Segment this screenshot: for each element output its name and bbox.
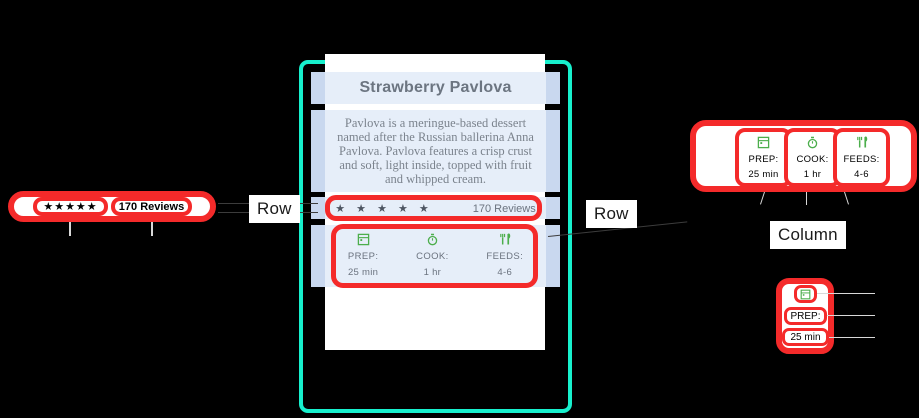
label-row-right: Row — [586, 200, 637, 228]
single-column-key-box: PREP: — [784, 307, 827, 325]
leader-line-column-feeds — [844, 191, 849, 205]
star-rating-icon: ★ ★ ★ ★ ★ — [335, 203, 433, 215]
calendar-icon — [757, 136, 770, 150]
calendar-icon — [357, 232, 370, 246]
leader-line-left-reviews — [151, 222, 153, 236]
highlight-meta-row — [331, 224, 538, 288]
leader-line-single-value — [829, 337, 875, 338]
utensils-icon — [855, 136, 869, 150]
meta-key-feeds: FEEDS: — [486, 251, 524, 262]
single-column-key: PREP: — [790, 310, 821, 322]
left-callout-reviews-box: 170 Reviews — [111, 197, 192, 216]
meta-column-feeds: FEEDS: 4-6 — [486, 232, 523, 278]
page-title: Strawberry Pavlova — [359, 79, 512, 96]
recipe-description-section: Pavlova is a meringue-based dessert name… — [325, 110, 546, 192]
meta-value-cook: 1 hr — [423, 267, 442, 278]
column-key-prep: PREP: — [748, 153, 779, 165]
single-column-value: 25 min — [790, 331, 821, 343]
label-row-left: Row — [249, 195, 300, 223]
leader-line-column-prep — [760, 191, 765, 205]
column-key-feeds: FEEDS: — [843, 153, 880, 165]
utensils-icon — [498, 232, 512, 246]
leader-line-single-icon — [817, 293, 875, 294]
meta-row: PREP: 25 min COOK: 1 hr FEEDS: 4-6 — [329, 228, 542, 284]
meta-value-feeds: 4-6 — [497, 267, 513, 278]
column-callout-cook: COOK: 1 hr — [784, 128, 841, 187]
calendar-icon — [800, 289, 811, 300]
column-value-feeds: 4-6 — [854, 168, 869, 180]
leader-line-single-key — [827, 315, 875, 316]
column-callout-prep: PREP: 25 min — [735, 128, 792, 187]
column-key-cook: COOK: — [796, 153, 829, 165]
single-column-icon-box — [794, 285, 817, 303]
leader-line-left-stars — [69, 222, 71, 236]
leader-line-column-cook — [806, 192, 807, 205]
left-callout-stars-box: ★★★★★ — [33, 197, 108, 216]
single-column-value-box: 25 min — [782, 328, 829, 346]
review-count-label: 170 Reviews — [472, 202, 536, 215]
left-callout-review-count: 170 Reviews — [118, 200, 185, 213]
meta-value-prep: 25 min — [347, 267, 379, 278]
recipe-description: Pavlova is a meringue-based dessert name… — [337, 116, 534, 186]
review-row: ★ ★ ★ ★ ★ 170 Reviews — [329, 198, 542, 219]
meta-column-cook: COOK: 1 hr — [416, 232, 449, 278]
column-value-cook: 1 hr — [803, 168, 822, 180]
left-callout-stars: ★★★★★ — [43, 201, 98, 213]
meta-column-prep: PREP: 25 min — [348, 232, 379, 278]
timer-icon — [806, 136, 819, 150]
label-column: Column — [770, 221, 846, 249]
column-callout-feeds: FEEDS: 4-6 — [833, 128, 890, 187]
column-value-prep: 25 min — [748, 168, 779, 180]
meta-key-prep: PREP: — [347, 251, 379, 262]
recipe-title-section: Strawberry Pavlova — [325, 72, 546, 104]
highlight-review-row — [325, 195, 542, 221]
timer-icon — [426, 232, 439, 246]
meta-key-cook: COOK: — [416, 251, 449, 262]
